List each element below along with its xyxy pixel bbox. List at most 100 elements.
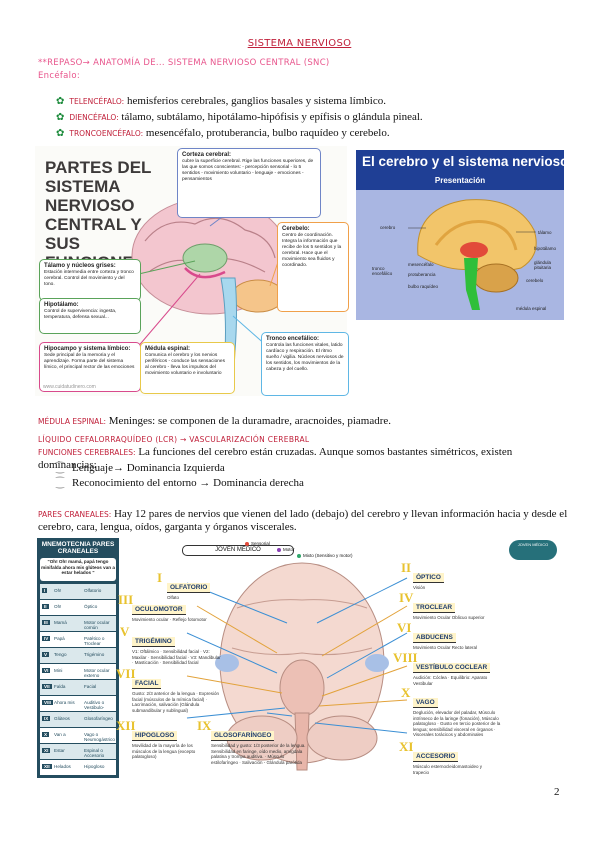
bullet-label: TELENCÉFALO: — [69, 97, 125, 106]
legend-text: Sensorial — [251, 541, 270, 546]
mnemo-nerve: Espinal o Accesorio — [84, 748, 105, 758]
label-tronco-encefalico: tronco encefálico — [372, 266, 393, 276]
dominancia-item: ⁐Reconocimiento del entorno → Dominancia… — [56, 477, 304, 489]
figure2-header: El cerebro y el sistema nervioso Present… — [356, 150, 568, 190]
nerve-hipogloso: XII HIPOGLOSO Movilidad de la mayoría de… — [116, 718, 212, 760]
nerve-function: Movimiento Ocular Oblicuo superior — [413, 615, 485, 620]
dominancia-text: Reconocimiento del entorno → Dominancia … — [72, 477, 304, 489]
nerve-function: Movimiento Ocular Recto lateral — [413, 645, 478, 650]
nerve-number: X — [401, 685, 411, 700]
box-hipotalamo: Hipotálamo:Control de supervivencia: ing… — [39, 298, 141, 334]
mnemo-row: III Mamá Motor ocular común — [40, 616, 116, 631]
figure-pares-craneales: MNEMOTECNIA PARES CRANEALES "Oh! Oh! mam… — [37, 538, 567, 778]
mnemo-title: MNEMOTECNIA PARES CRANEALES — [41, 541, 115, 555]
nerve-function: Movimiento ocular · Reflejo fotomotor — [132, 617, 207, 622]
mnemo-word: Van a — [54, 732, 66, 737]
nerve-name: GLOSOFARÍNGEO — [211, 731, 275, 741]
nerve-trigemino: V TRIGÉMINO V1: Oftálmico · Sensibilidad… — [120, 624, 222, 666]
purple-dot-icon — [277, 547, 281, 552]
bullet-text: tálamo, subtálamo, hipotálamo-hipófisis … — [118, 111, 423, 123]
bullet-symbol-icon: ⁐ — [56, 463, 65, 474]
nerve-number: XI — [399, 739, 414, 754]
nerve-function: Músculo esternocleidomastoideo y trapeci… — [413, 764, 483, 775]
box-title: Corteza cerebral: — [182, 152, 232, 158]
bullet-troncoencefalo: ✿TRONCOENCÉFALO: mesencéfalo, protuberan… — [56, 127, 390, 140]
mnemo-word: Oh! — [54, 604, 62, 609]
box-title: Hipotálamo: — [44, 302, 79, 308]
box-title: Hipocampo y sistema límbico: — [44, 346, 131, 352]
nerve-vestibulo-coclear: VIII VESTÍBULO COCLEAR Audición: Cóclea … — [393, 650, 493, 686]
mnemo-word: Mamá — [54, 620, 67, 625]
box-corteza-cerebral: Corteza cerebral:cubre la superficie cer… — [177, 148, 321, 218]
nerve-abducens: VI ABDUCENS Movimiento Ocular Recto late… — [397, 620, 493, 651]
nerve-optico: II ÓPTICO Visión — [401, 560, 483, 591]
nerve-number: I — [157, 570, 163, 585]
mnemo-number: XI — [42, 748, 51, 753]
mnemo-nerve: Olfatorio — [84, 588, 102, 593]
box-text: cubre la superficie cerebral. Rige las f… — [182, 159, 314, 182]
mnemo-number: X — [42, 732, 50, 737]
legend-text: Mixto (Sensitivo y motor) — [303, 553, 353, 558]
nerve-name: OLFATORIO — [167, 583, 211, 593]
flower-bullet-icon: ✿ — [56, 128, 65, 139]
page-title: SISTEMA NERVIOSO — [247, 38, 352, 49]
label-mesencefalo: mesencéfalo — [408, 262, 434, 267]
mnemo-nerve: Hipogloso — [84, 764, 105, 769]
nerve-accesorio: XI ACCESORIO Músculo esternocleidomastoi… — [399, 739, 493, 775]
mnemo-number: I — [42, 588, 48, 593]
bullet-text: hemisferios cerebrales, ganglios basales… — [124, 95, 386, 107]
dominancia-item: ⁐ Lenguaje→ Dominancia Izquierda — [56, 462, 225, 474]
repaso-heading: **REPASO→ ANATOMÍA DE... SISTEMA NERVIOS… — [38, 58, 330, 68]
bullet-label: TRONCOENCÉFALO: — [69, 129, 144, 138]
flower-bullet-icon: ✿ — [56, 96, 65, 107]
box-text: Controla las funciones vitales, latido c… — [266, 343, 344, 372]
mnemo-number: VIII — [42, 700, 53, 705]
figure2-subtitle: Presentación — [434, 176, 486, 185]
mnemo-nerve: Motor ocular externo — [84, 668, 110, 678]
nerve-function: Olfato — [167, 595, 180, 600]
mnemo-phrase: "Oh! Oh! mamá, papá tengo minifalda ahor… — [40, 558, 116, 581]
box-talamo: Tálamo y núcleos grises:Estación interme… — [39, 259, 141, 301]
mnemo-number: IX — [42, 716, 51, 721]
figure2-title: El cerebro y el sistema nervioso — [362, 154, 569, 169]
mnemo-nerve: Vago o Neumogástrico — [84, 732, 115, 742]
nerve-name: TRIGÉMINO — [132, 637, 175, 647]
joven-medico-label: JOVEN MÉDICO — [182, 545, 294, 556]
mnemo-number: III — [42, 620, 50, 625]
nerve-number: IX — [197, 718, 212, 733]
nerve-function: Gusto: 2/3 anterior de la lengua · Expre… — [132, 691, 220, 713]
green-dot-icon — [297, 553, 301, 558]
nerve-number: III — [118, 592, 134, 607]
mnemo-word: Glúteos — [54, 716, 70, 721]
nerve-number: VIII — [393, 650, 418, 665]
nerve-number: VI — [397, 620, 412, 635]
nerve-function: Audición: Cóclea · Equilibrio: Aparato V… — [413, 675, 488, 686]
box-text: Estación intermedia entre corteza y tron… — [44, 270, 134, 287]
dominancia-text: Lenguaje→ Dominancia Izquierda — [72, 462, 225, 474]
mnemotecnia-panel: MNEMOTECNIA PARES CRANEALES "Oh! Oh! mam… — [37, 538, 119, 778]
nerve-facial: VII FACIAL Gusto: 2/3 anterior de la len… — [116, 666, 227, 713]
box-tronco-encefalico: Tronco encefálico:Controla las funciones… — [261, 332, 349, 396]
box-text: Centro de coordinación. Integra la infor… — [282, 233, 342, 268]
mnemo-nerve: Motor ocular común — [84, 620, 110, 630]
mnemo-number: IV — [42, 636, 51, 641]
nerve-name: OCULOMOTOR — [132, 605, 186, 615]
box-medula-espinal: Médula espinal:Comunica el cerebro y los… — [140, 342, 235, 394]
nerve-number: XII — [116, 718, 136, 733]
box-text: Comunica el cerebro y los nervios perifé… — [145, 353, 225, 376]
nerve-troclear: IV TROCLEAR Movimiento Ocular Oblicuo su… — [399, 590, 493, 621]
lcr-line: LÍQUIDO CEFALORRAQUÍDEO (LCR) → VASCULAR… — [38, 435, 310, 444]
legend-text: Motor — [283, 547, 295, 552]
medula-label: MÉDULA ESPINAL: — [38, 417, 107, 426]
mnemo-word: Estar — [54, 748, 65, 753]
mnemo-nerve: Facial — [84, 684, 97, 689]
label-hipotalamo: hipotálamo — [534, 246, 557, 251]
mnemo-number: VI — [42, 668, 51, 673]
nerve-function: Deglución, elevador del paladar, Músculo… — [413, 710, 501, 737]
pares-label: PARES CRANEALES: — [38, 510, 112, 519]
